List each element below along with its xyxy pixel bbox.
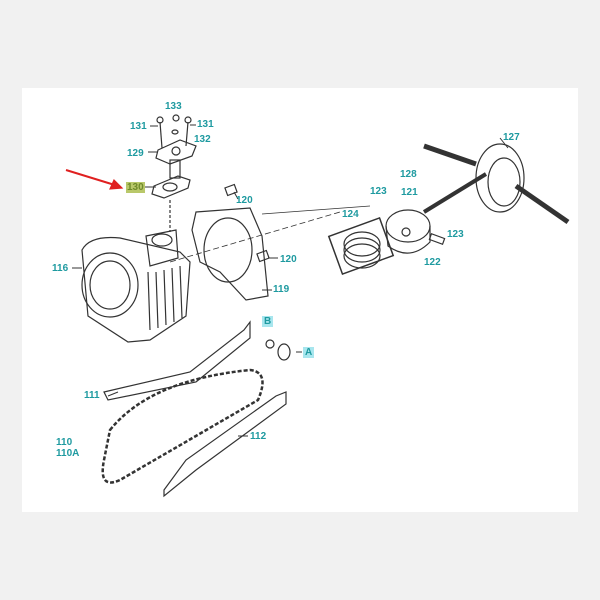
piston-rings [327,217,395,275]
leader-lines [72,124,509,437]
part-label-116[interactable]: 116 [52,263,69,274]
part-label-119[interactable]: 119 [273,284,290,295]
part-label-B[interactable]: B [262,316,274,327]
part-label-131[interactable]: 131 [130,121,147,132]
pointer-arrow [65,169,124,190]
cam-chain-tensioner [151,114,197,199]
part-label-110[interactable]: 110 [56,437,73,448]
part-label-A[interactable]: A [303,347,315,358]
chain-guides [103,320,287,498]
part-label-123[interactable]: 123 [370,186,387,197]
part-label-128[interactable]: 128 [400,169,417,180]
part-label-123[interactable]: 123 [447,229,464,240]
part-label-130-highlighted[interactable]: 130 [126,182,145,193]
diagram-panel [22,88,578,512]
part-label-131[interactable]: 131 [197,119,214,130]
part-label-120[interactable]: 120 [236,195,253,206]
piston [385,209,446,254]
crankshaft [422,143,570,225]
part-label-127[interactable]: 127 [503,132,520,143]
part-label-124[interactable]: 124 [342,209,359,220]
part-label-133[interactable]: 133 [165,101,182,112]
part-label-122[interactable]: 122 [424,257,441,268]
cylinder [81,200,191,343]
part-label-111[interactable]: 111 [84,390,100,401]
cylinder-gasket [191,207,269,301]
part-label-120[interactable]: 120 [280,254,297,265]
part-label-110A[interactable]: 110A [56,448,80,459]
part-label-112[interactable]: 112 [250,431,267,442]
cam-chain [101,368,264,484]
part-label-132[interactable]: 132 [194,134,211,145]
part-label-129[interactable]: 129 [127,148,144,159]
part-label-121[interactable]: 121 [401,187,418,198]
